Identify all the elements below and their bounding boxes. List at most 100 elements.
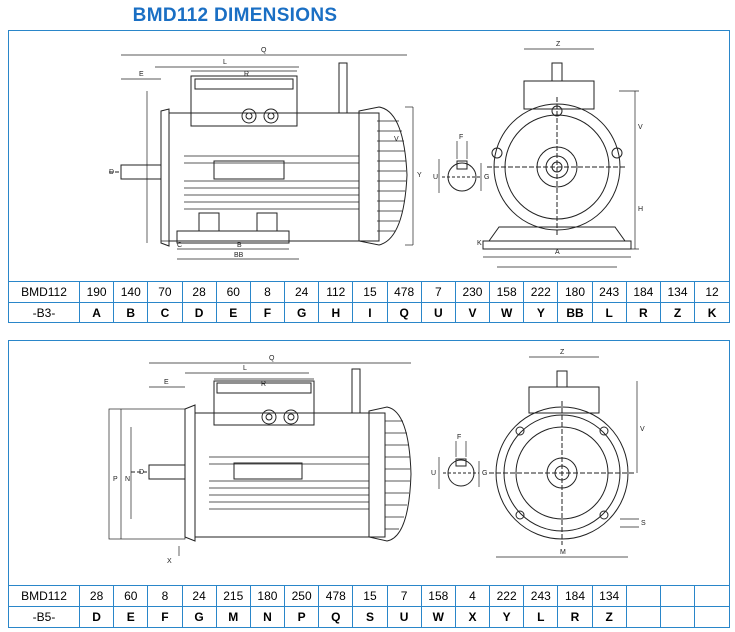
b3-letter-cell: U <box>420 302 456 323</box>
b3-shaft-section <box>438 141 482 193</box>
b5-value-cell: 4 <box>454 585 490 607</box>
b3-letter-cell: H <box>318 302 353 323</box>
b5-empty-cell <box>694 606 729 627</box>
b3-value-cell: 28 <box>181 281 217 303</box>
b3-drawing: Q L R E D C B BB V Y F U G Z V H A K <box>109 41 643 268</box>
b5-label-r: R <box>261 381 266 388</box>
b5-label-x: X <box>167 558 172 565</box>
b5-letter-cell: F <box>147 606 183 627</box>
b5-value-cell: 222 <box>489 585 524 607</box>
b5-letter-cell: X <box>454 606 490 627</box>
b5-label-z: Z <box>560 349 565 356</box>
b5-value-cell: 134 <box>591 585 627 607</box>
b5-label-d: D <box>139 469 144 476</box>
b5-value-cell: 250 <box>284 585 319 607</box>
b5-value-cell: 15 <box>352 585 388 607</box>
b5-letter-cell: S <box>352 606 388 627</box>
b5-letter-cell: G <box>181 606 217 627</box>
b3-label-z: Z <box>556 41 561 48</box>
b3-label-y: Y <box>417 172 422 179</box>
b3-letter-cell: R <box>625 302 661 323</box>
b3-label-q: Q <box>261 47 267 54</box>
b5-letter-cell: L <box>523 606 558 627</box>
b5-drawing: Q L R E P N D X F U G Z V S M <box>108 349 646 565</box>
b3-value-cell: 222 <box>523 281 558 303</box>
b3-value-cell: 190 <box>78 281 114 303</box>
b5-letter-cell: R <box>557 606 593 627</box>
b3-label-u: U <box>433 174 438 181</box>
b3-value-cell: 184 <box>625 281 661 303</box>
b5-label-g: G <box>482 470 487 477</box>
b3-value-cell: 243 <box>591 281 627 303</box>
b3-letter-cell: C <box>147 302 183 323</box>
b3-label-b: B <box>237 242 242 249</box>
b5-value-cell: 180 <box>249 585 285 607</box>
b5-letter-cell: E <box>113 606 148 627</box>
b3-front-view <box>482 48 639 268</box>
b5-value-cell: 7 <box>386 585 422 607</box>
b3-value-cell: 15 <box>352 281 388 303</box>
b5-label-l: L <box>243 365 247 372</box>
b3-letters-row: -B3- A B C D E F G H I Q U V W Y BB L R … <box>9 302 729 323</box>
b3-value-cell: 230 <box>454 281 490 303</box>
b3-value-cell: 158 <box>489 281 524 303</box>
b3-letter-cell: I <box>352 302 388 323</box>
b5-label-e: E <box>164 379 169 386</box>
b5-letter-cell: D <box>78 606 114 627</box>
b5-value-cell: 8 <box>147 585 183 607</box>
b5-letter-cell: Z <box>591 606 627 627</box>
b3-label-v-front: V <box>638 124 643 131</box>
b5-letter-cell: Y <box>489 606 524 627</box>
b3-value-cell: 24 <box>284 281 319 303</box>
b5-mount-cell: -B5- <box>9 606 80 627</box>
b3-values-row: BMD112 190 140 70 28 60 8 24 112 15 478 … <box>9 281 729 303</box>
b5-empty-cell <box>694 585 729 607</box>
b3-letter-cell: D <box>181 302 217 323</box>
b3-label-a: A <box>555 249 560 256</box>
b3-value-cell: 112 <box>318 281 353 303</box>
page-title: BMD112 DIMENSIONS <box>132 5 338 26</box>
b5-letter-cell: U <box>386 606 422 627</box>
b3-letter-cell: V <box>454 302 490 323</box>
b3-letter-cell: W <box>489 302 524 323</box>
b5-side-view-motor <box>108 362 412 556</box>
b3-letter-cell: K <box>694 302 729 323</box>
b3-label-r: R <box>244 71 249 78</box>
b5-empty-cell <box>659 585 695 607</box>
b3-label-k: K <box>477 240 482 247</box>
b3-label-v-side: V <box>394 136 399 143</box>
b3-value-cell: 7 <box>420 281 456 303</box>
b3-value-cell: 12 <box>694 281 729 303</box>
b5-value-cell: 28 <box>78 585 114 607</box>
b5-label-p: P <box>113 476 118 483</box>
b5-label-m: M <box>560 549 566 556</box>
b5-value-cell: 478 <box>318 585 353 607</box>
b5-value-cell: 215 <box>215 585 251 607</box>
b3-label-h: H <box>638 206 643 213</box>
b3-letter-cell: Y <box>523 302 558 323</box>
b5-values-row: BMD112 28 60 8 24 215 180 250 478 15 7 1… <box>9 585 729 607</box>
b3-label-g: G <box>484 174 489 181</box>
b3-label-bb: BB <box>234 252 244 259</box>
b5-value-cell: 243 <box>523 585 558 607</box>
b3-label-f: F <box>459 134 463 141</box>
b5-letter-cell: N <box>249 606 285 627</box>
b5-label-s: S <box>641 520 646 527</box>
b3-letter-cell: B <box>113 302 148 323</box>
b5-label-n: N <box>125 476 130 483</box>
b5-letter-cell: W <box>420 606 456 627</box>
b3-mount-cell: -B3- <box>9 302 80 323</box>
b5-label-v: V <box>640 426 645 433</box>
b3-letter-cell: F <box>249 302 285 323</box>
b3-label-c: C <box>177 242 182 249</box>
b3-label-l: L <box>223 59 227 66</box>
b5-value-cell: 184 <box>557 585 593 607</box>
b5-value-cell: 24 <box>181 585 217 607</box>
b5-model-cell: BMD112 <box>9 585 80 607</box>
b5-empty-cell <box>625 606 661 627</box>
b3-dimension-table: BMD112 190 140 70 28 60 8 24 112 15 478 … <box>9 281 729 323</box>
b5-label-u: U <box>431 470 436 477</box>
b5-letter-cell: M <box>215 606 251 627</box>
b5-letters-row: -B5- D E F G M N P Q S U W X Y L R Z <box>9 606 729 627</box>
b3-value-cell: 8 <box>249 281 285 303</box>
